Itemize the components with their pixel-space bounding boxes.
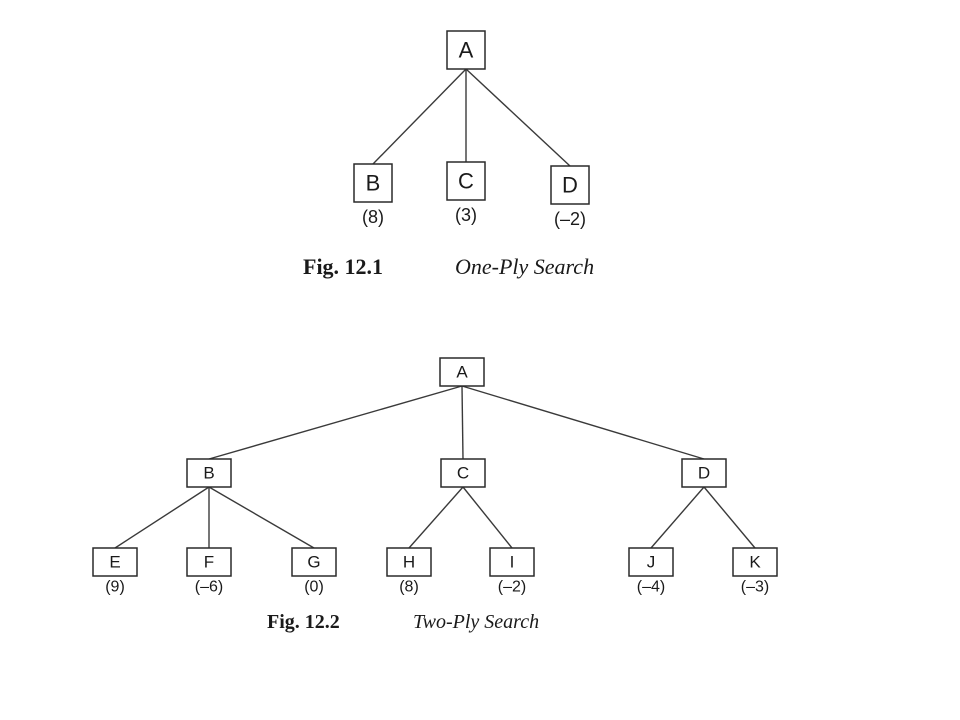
node-box xyxy=(92,547,138,577)
tree-node-d: D xyxy=(681,458,727,488)
node-value: (8) xyxy=(399,579,419,596)
edge-a-b xyxy=(208,385,463,460)
caption-number: Fig. 12.1 xyxy=(303,254,383,279)
caption-number: Fig. 12.2 xyxy=(267,611,340,633)
node-box xyxy=(681,458,727,488)
node-value: (–2) xyxy=(498,579,526,596)
edge-d-k xyxy=(703,486,756,549)
node-label: C xyxy=(457,464,469,483)
node-value: (9) xyxy=(105,579,125,596)
tree-edges xyxy=(372,68,571,167)
node-value: (8) xyxy=(362,207,384,227)
tree-node-f: F (–6) xyxy=(186,547,232,596)
tree-node-h: H (8) xyxy=(386,547,432,596)
tree-node-d: D (–2) xyxy=(550,165,590,229)
node-box xyxy=(291,547,337,577)
node-label: F xyxy=(204,553,214,572)
tree-node-e: E (9) xyxy=(92,547,138,596)
node-box xyxy=(489,547,535,577)
node-box xyxy=(550,165,590,205)
node-box xyxy=(732,547,778,577)
edge-a-d xyxy=(461,385,705,460)
edge-a-b xyxy=(372,68,467,165)
node-label: K xyxy=(749,553,761,572)
edge-c-i xyxy=(462,486,513,549)
tree-node-a: A xyxy=(439,357,485,387)
tree-node-k: K (–3) xyxy=(732,547,778,596)
node-box xyxy=(628,547,674,577)
caption-title: One-Ply Search xyxy=(455,254,594,279)
tree-node-b: B xyxy=(186,458,232,488)
node-box xyxy=(386,547,432,577)
tree-node-c: C xyxy=(440,458,486,488)
tree-node-i: I (–2) xyxy=(489,547,535,596)
node-box xyxy=(439,357,485,387)
node-label: J xyxy=(647,553,656,572)
tree-node-j: J (–4) xyxy=(628,547,674,596)
node-box xyxy=(440,458,486,488)
edge-b-e xyxy=(114,486,210,549)
node-box xyxy=(186,547,232,577)
node-label: H xyxy=(403,553,415,572)
node-label: E xyxy=(109,553,120,572)
tree-node-b: B (8) xyxy=(353,163,393,227)
node-value: (–3) xyxy=(741,579,769,596)
node-box xyxy=(446,30,486,70)
node-value: (–2) xyxy=(554,209,586,229)
node-label: A xyxy=(456,363,468,382)
figure-caption: Fig. 12.1 One-Ply Search xyxy=(303,254,594,279)
figure-two-ply-search: A B C D E (9) F (–6) G (0) H (8) I (–2) J (–4) K (–3) Fig… xyxy=(92,357,778,633)
node-value: (–4) xyxy=(637,579,665,596)
node-box xyxy=(186,458,232,488)
edge-b-g xyxy=(208,486,315,549)
caption-title: Two-Ply Search xyxy=(413,611,539,633)
node-label: D xyxy=(562,173,578,198)
node-label: A xyxy=(459,38,474,63)
tree-node-a: A xyxy=(446,30,486,70)
edge-c-h xyxy=(408,486,464,549)
node-box xyxy=(446,161,486,201)
node-label: B xyxy=(203,464,214,483)
tree-node-c: C (3) xyxy=(446,161,486,225)
node-box xyxy=(353,163,393,203)
tree-node-g: G (0) xyxy=(291,547,337,596)
node-value: (0) xyxy=(304,579,324,596)
node-value: (3) xyxy=(455,205,477,225)
edge-d-j xyxy=(650,486,705,549)
tree-nodes: A B C D E (9) F (–6) G (0) H (8) I (–2) J (–4) K (–3) xyxy=(92,357,778,596)
node-value: (–6) xyxy=(195,579,223,596)
node-label: B xyxy=(366,171,381,196)
tree-nodes: A B (8) C (3) D (–2) xyxy=(353,30,590,229)
node-label: D xyxy=(698,464,710,483)
figure-caption: Fig. 12.2 Two-Ply Search xyxy=(267,611,539,633)
edge-a-d xyxy=(465,68,571,167)
figure-one-ply-search: A B (8) C (3) D (–2) Fig. 12.1 One-Ply Search xyxy=(303,30,594,279)
node-label: C xyxy=(458,169,474,194)
tree-edges xyxy=(114,385,756,549)
edge-a-c xyxy=(461,385,464,460)
node-label: I xyxy=(510,553,515,572)
node-label: G xyxy=(307,553,320,572)
